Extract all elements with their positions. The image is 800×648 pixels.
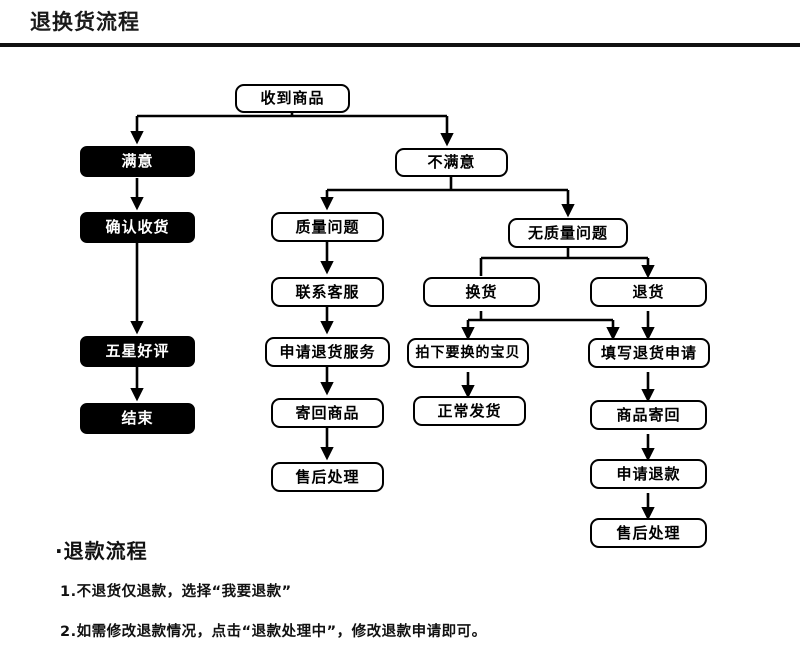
flowchart-connectors (130, 113, 655, 521)
node-send-back-goods[interactable]: 寄回商品 (271, 398, 384, 428)
node-after-sales-quality[interactable]: 售后处理 (271, 462, 384, 492)
node-goods-sent-back[interactable]: 商品寄回 (590, 400, 707, 430)
node-five-star-review[interactable]: 五星好评 (80, 336, 195, 367)
node-contact-service[interactable]: 联系客服 (271, 277, 384, 307)
refund-note-2: 2.如需修改退款情况，点击“退款处理中”，修改退款申请即可。 (60, 624, 487, 640)
node-quality-issue[interactable]: 质量问题 (271, 212, 384, 242)
node-buy-replacement[interactable]: 拍下要换的宝贝 (407, 338, 529, 368)
node-after-sales-return[interactable]: 售后处理 (590, 518, 707, 548)
node-confirm-receipt[interactable]: 确认收货 (80, 212, 195, 243)
node-fill-return-request[interactable]: 填写退货申请 (588, 338, 710, 368)
refund-note-1: 1.不退货仅退款，选择“我要退款” (60, 584, 292, 600)
returns-flowchart: 收到商品 满意 确认收货 五星好评 结束 不满意 质量问题 联系客服 申请退货服… (80, 84, 710, 548)
node-apply-refund[interactable]: 申请退款 (590, 459, 707, 489)
node-exchange[interactable]: 换货 (423, 277, 540, 307)
title-divider (0, 43, 800, 47)
node-no-quality-issue[interactable]: 无质量问题 (508, 218, 628, 248)
node-received[interactable]: 收到商品 (235, 84, 350, 113)
refund-process-heading: ·退款流程 (55, 539, 148, 563)
node-apply-return-service[interactable]: 申请退货服务 (265, 337, 390, 367)
node-normal-shipping[interactable]: 正常发货 (413, 396, 526, 426)
page-title: 退换货流程 (30, 10, 140, 34)
node-end[interactable]: 结束 (80, 403, 195, 434)
node-satisfied[interactable]: 满意 (80, 146, 195, 177)
node-return[interactable]: 退货 (590, 277, 707, 307)
node-unsatisfied[interactable]: 不满意 (395, 148, 508, 177)
